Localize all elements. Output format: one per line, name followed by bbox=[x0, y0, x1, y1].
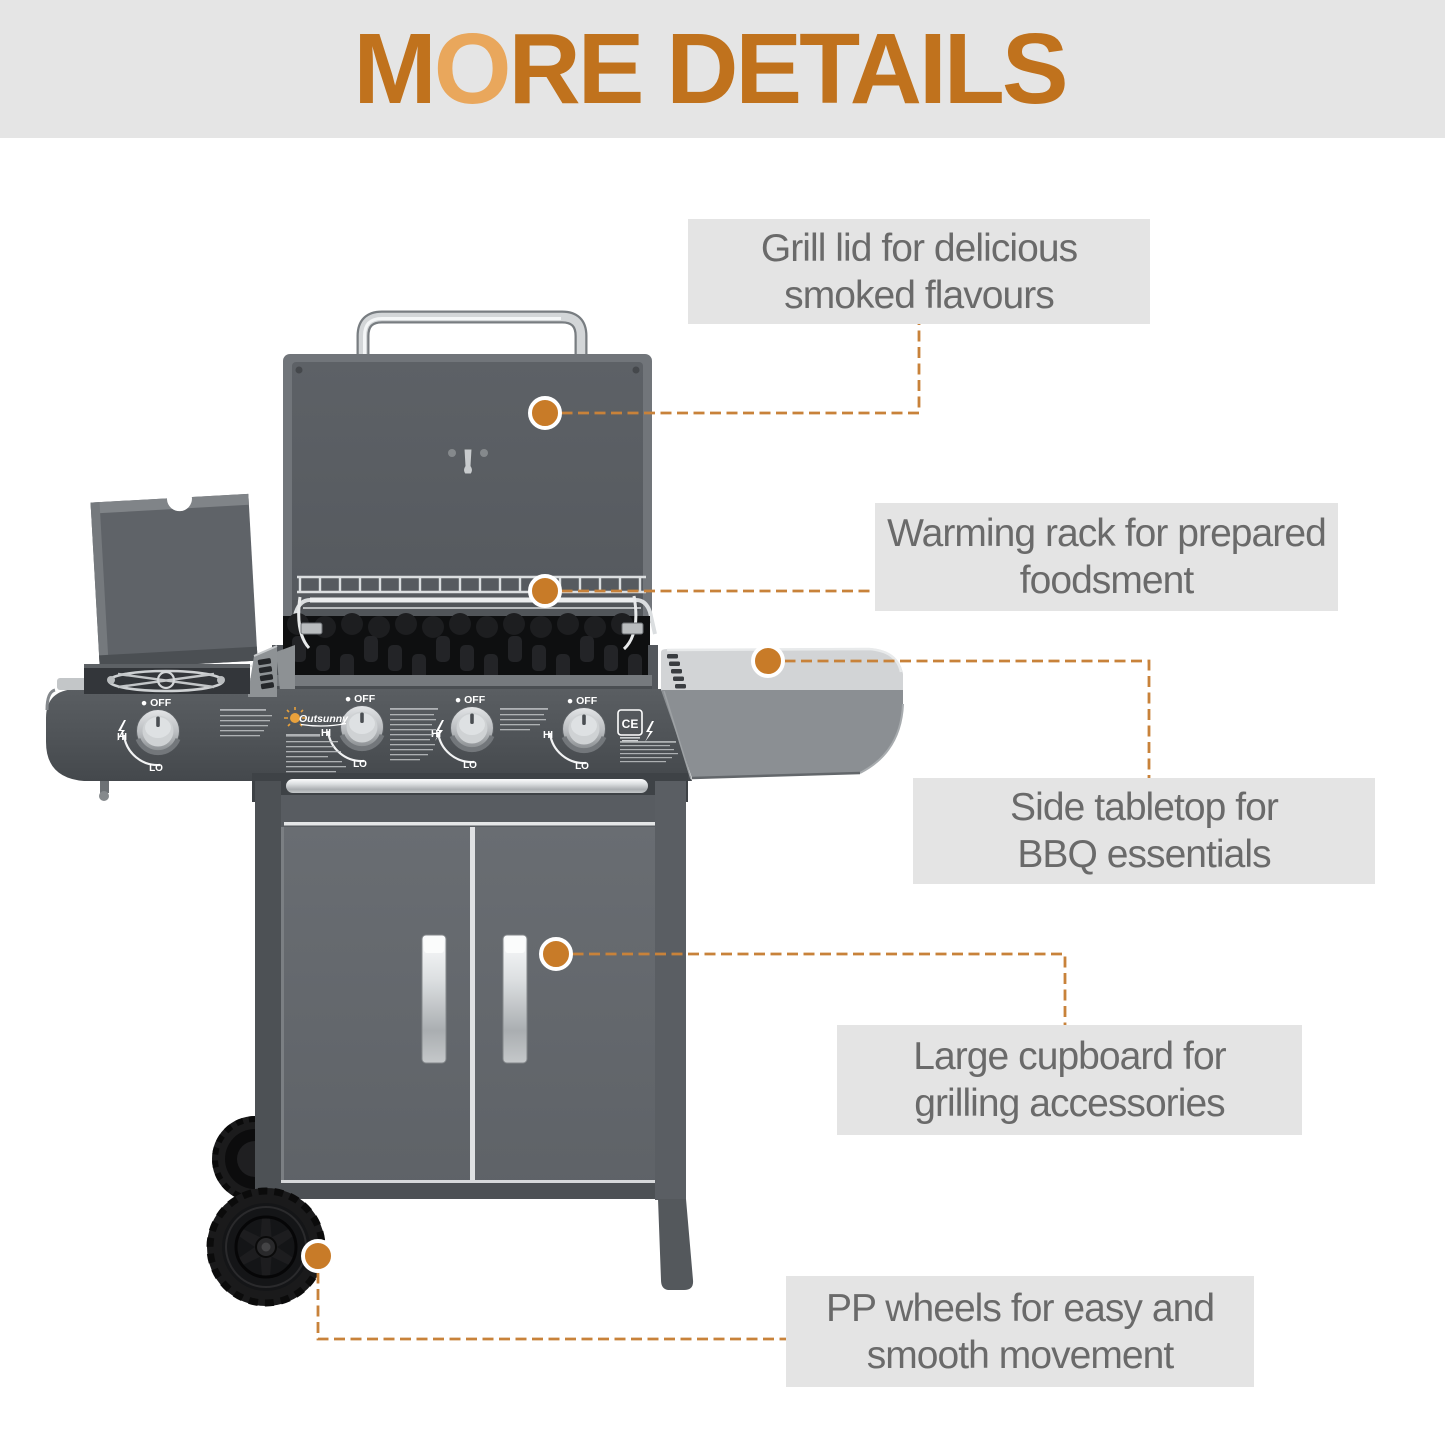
svg-text:LO: LO bbox=[353, 759, 367, 770]
svg-text:LO: LO bbox=[463, 760, 477, 771]
svg-text:● OFF: ● OFF bbox=[141, 697, 172, 709]
svg-text:● OFF: ● OFF bbox=[345, 693, 376, 705]
svg-text:HI: HI bbox=[431, 729, 441, 740]
svg-text:HI: HI bbox=[543, 730, 553, 741]
svg-text:CE: CE bbox=[622, 717, 639, 731]
svg-text:● OFF: ● OFF bbox=[567, 695, 598, 707]
svg-text:Outsunny: Outsunny bbox=[299, 713, 349, 725]
svg-text:LO: LO bbox=[149, 763, 163, 774]
svg-text:HI: HI bbox=[117, 732, 127, 743]
svg-text:LO: LO bbox=[575, 761, 589, 772]
svg-text:HI: HI bbox=[321, 728, 331, 739]
svg-text:● OFF: ● OFF bbox=[455, 694, 486, 706]
